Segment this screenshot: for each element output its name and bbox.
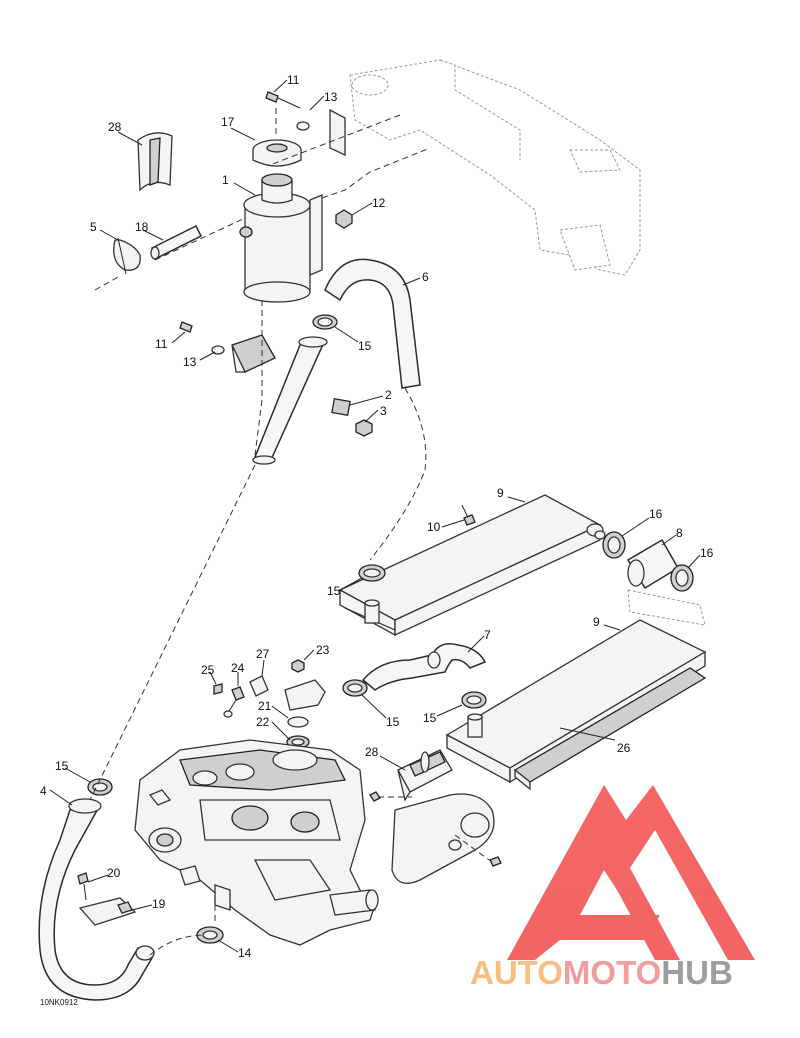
callout-2: 2	[385, 388, 392, 402]
callout-11-top: 11	[287, 73, 300, 87]
bracket-19	[78, 897, 137, 926]
callout-19: 19	[152, 897, 166, 911]
callout-9-lower: 9	[593, 615, 600, 629]
leader-lines	[49, 79, 701, 953]
coolant-tank	[239, 173, 323, 303]
tank-outlet-pipe	[252, 336, 328, 465]
clamp-15-tank	[312, 314, 338, 330]
callout-27: 27	[256, 647, 270, 661]
clamp-14	[196, 926, 224, 944]
callout-labels: 1 2 3 4 5 6 7 8 9 9 10 11 11 12 13 13 14…	[40, 73, 714, 1007]
clamp-16-right	[670, 564, 694, 592]
diagram-code: 10NK0912	[40, 998, 78, 1007]
callout-22: 22	[256, 715, 270, 729]
callout-5: 5	[90, 220, 97, 234]
callout-14: 14	[238, 946, 252, 960]
callout-12: 12	[372, 196, 386, 210]
clamp-15-radiator-upper	[358, 564, 386, 582]
callout-15-radiator-upper: 15	[327, 584, 341, 598]
clamp-15-hose4	[87, 778, 113, 796]
flow-lines	[89, 108, 431, 956]
hose-7	[361, 643, 487, 691]
callout-24: 24	[231, 661, 245, 675]
hose-8	[626, 538, 680, 590]
callout-28-top: 28	[108, 120, 122, 134]
clamp-15-radiator-lower	[461, 691, 487, 709]
watermark-text: AUTOMOTOHUB	[470, 954, 733, 991]
callout-15-radiator-lower: 15	[423, 711, 437, 725]
callout-18: 18	[135, 220, 149, 234]
screw-10	[461, 504, 476, 526]
watermark-hub: HUB	[661, 954, 733, 991]
bracket-28-lower	[369, 749, 502, 884]
bolt-20	[77, 872, 89, 901]
chassis-outline	[349, 59, 641, 276]
callout-10: 10	[427, 520, 441, 534]
callout-13-mid: 13	[183, 355, 197, 369]
callout-15-hose4: 15	[55, 759, 69, 773]
hose-18	[150, 224, 203, 260]
callout-1: 1	[222, 173, 229, 187]
cable-tie-5	[113, 237, 141, 275]
callout-16-left: 16	[649, 507, 663, 521]
callout-8: 8	[676, 526, 683, 540]
radiator-fitting	[586, 523, 606, 540]
callout-23: 23	[316, 643, 330, 657]
hose-4	[38, 798, 155, 1001]
callout-4: 4	[40, 784, 47, 798]
watermark-moto: MOTO	[563, 954, 661, 991]
callout-15-hose7: 15	[386, 715, 400, 729]
hardware-bolts-top	[179, 91, 353, 355]
callout-16-right: 16	[700, 546, 714, 560]
callout-20: 20	[107, 866, 121, 880]
radiator-9-upper	[338, 494, 602, 637]
clamp-16-left	[602, 531, 626, 559]
tank-bracket	[231, 334, 373, 437]
pressure-cap	[252, 139, 302, 167]
strap-28-top	[137, 132, 173, 192]
callout-13-top: 13	[324, 90, 338, 104]
rail-26	[513, 667, 707, 791]
callout-7: 7	[484, 628, 491, 642]
watermark-triangle-logo	[507, 785, 755, 960]
callout-26: 26	[617, 741, 631, 755]
thermostat-housing	[213, 659, 326, 749]
callout-9-upper: 9	[497, 486, 504, 500]
callout-25: 25	[201, 663, 215, 677]
callout-21: 21	[258, 699, 272, 713]
callout-28-lower: 28	[365, 745, 379, 759]
callout-3: 3	[380, 404, 387, 418]
watermark-auto: AUTO	[470, 954, 563, 991]
callout-15-tank: 15	[358, 339, 372, 353]
callout-11-mid: 11	[155, 337, 168, 351]
clamp-15-hose7-left	[342, 679, 368, 697]
callout-17: 17	[221, 115, 235, 129]
engine-block	[134, 739, 379, 946]
hose-6	[324, 258, 421, 389]
automotohub-watermark: AUTOMOTOHUB	[470, 785, 755, 991]
callout-6: 6	[422, 270, 429, 284]
